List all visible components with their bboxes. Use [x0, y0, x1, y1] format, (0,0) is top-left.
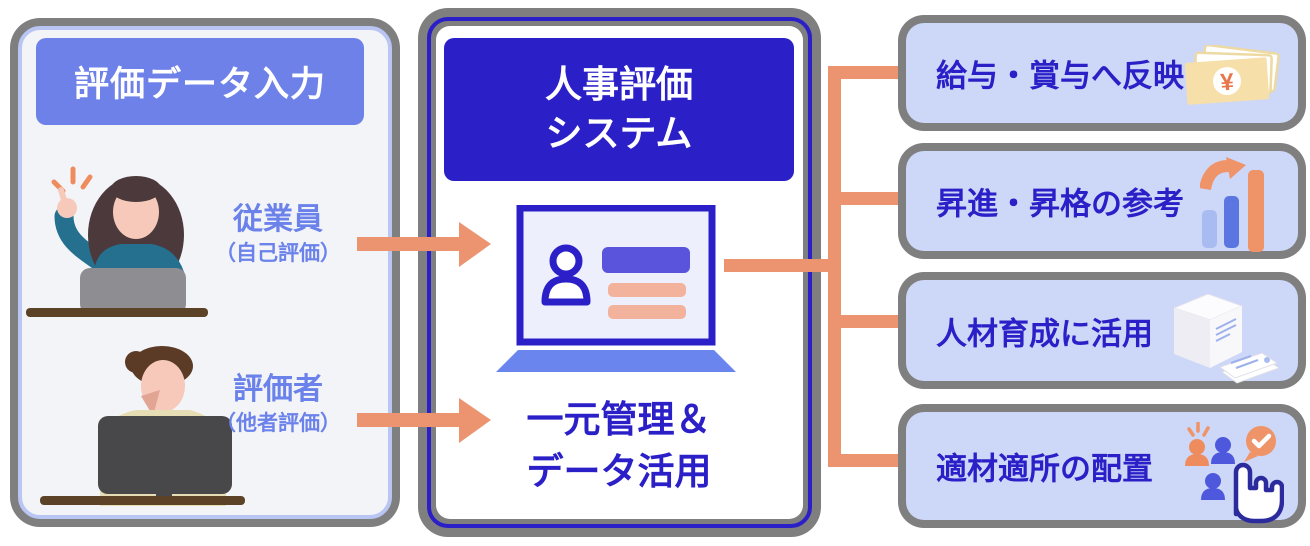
outcome-label-promotion: 昇進・昇格の参考 — [936, 186, 1184, 222]
people-check-pointer-icon — [1185, 422, 1284, 524]
evaluator-sublabel: （他者評価） — [215, 412, 341, 435]
employee-label: 従業員 — [233, 203, 323, 236]
outcome-label-salary: 給与・賞与へ反映 — [936, 58, 1184, 94]
employee-label-block: 従業員 （自己評価） — [198, 202, 358, 270]
outcome-label-development: 人材育成に活用 — [936, 316, 1153, 351]
woman-typing-on-laptop-illustration — [26, 166, 208, 317]
outcome-label-placement: 適材適所の配置 — [936, 451, 1153, 487]
evaluator-label-block: 評価者 （他者評価） — [198, 372, 358, 440]
employee-sublabel: （自己評価） — [215, 242, 341, 265]
caption-line1: 一元管理＆ — [526, 399, 712, 440]
sparkle-icon — [1187, 422, 1210, 437]
user-profile-icon — [541, 244, 591, 306]
outcome-box-salary: 給与・賞与へ反映 ¥ — [898, 15, 1306, 131]
caption-line2: データ活用 — [526, 450, 712, 492]
yen-banknotes-icon: ¥ — [1184, 45, 1280, 105]
man-at-monitor-illustration — [40, 346, 245, 506]
documents-box-icon — [1174, 294, 1280, 384]
laptop-with-profile-screen-illustration — [496, 205, 736, 372]
evaluator-label: 評価者 — [233, 373, 323, 406]
outcome-box-placement: 適材適所の配置 — [898, 404, 1306, 528]
outcome-box-promotion: 昇進・昇格の参考 — [898, 143, 1306, 259]
hr-system-header-line1: 人事評価 — [545, 64, 693, 106]
hr-system-header: 人事評価 システム — [444, 38, 794, 181]
rising-bar-chart-icon — [1200, 157, 1264, 252]
hr-system-caption: 一元管理＆ データ活用 — [444, 394, 794, 498]
pointer-hand-icon — [1233, 462, 1284, 524]
outcome-box-development: 人材育成に活用 — [898, 272, 1306, 389]
hr-system-panel-stripe — [427, 17, 812, 528]
svg-text:¥: ¥ — [1220, 69, 1236, 97]
evaluation-input-header: 評価データ入力 — [36, 38, 364, 125]
hr-system-header-line2: システム — [545, 112, 693, 154]
